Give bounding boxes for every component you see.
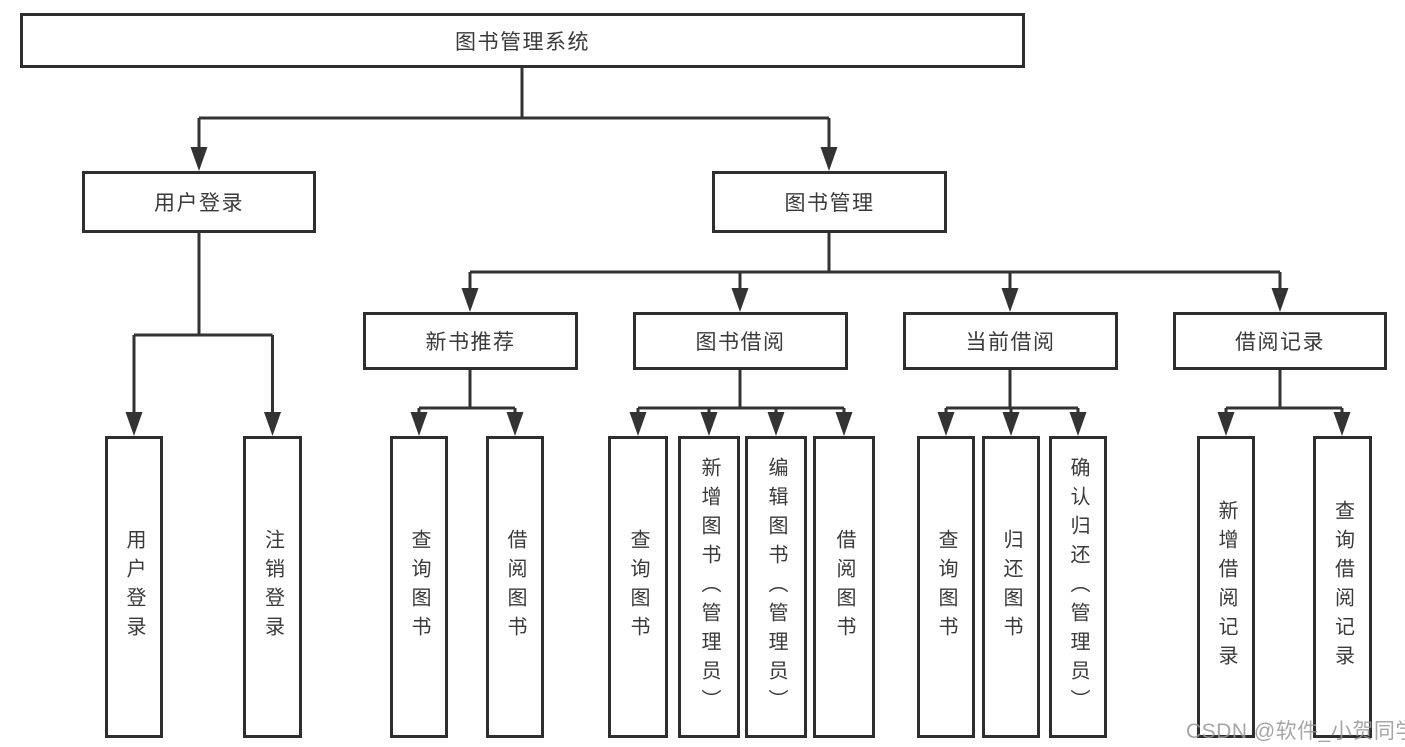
leaf-query-books-current: 查询图书	[917, 436, 975, 738]
leaf-query-books-recommend: 查询图书	[390, 436, 448, 738]
arrowhead-icon	[125, 147, 1351, 436]
leaf-query-borrow-record: 查询借阅记录	[1313, 436, 1372, 738]
node-book-borrow-label: 图书借阅	[695, 331, 786, 354]
leaf-edit-book-admin-label: 编辑图书（管理员）	[765, 456, 787, 718]
leaf-borrow-books-recommend: 借阅图书	[486, 436, 544, 738]
node-current-borrow-label: 当前借阅	[965, 331, 1056, 354]
leaf-logout-label: 注销登录	[261, 529, 284, 645]
leaf-borrow-books-label: 借阅图书	[833, 529, 855, 645]
leaf-query-books-current-label: 查询图书	[935, 529, 957, 645]
leaf-borrow-books: 借阅图书	[813, 436, 875, 738]
node-root-label: 图书管理系统	[455, 30, 590, 54]
node-current-borrow: 当前借阅	[903, 312, 1118, 370]
leaf-query-books-recommend-label: 查询图书	[408, 529, 430, 645]
node-new-book-recommend-label: 新书推荐	[425, 331, 516, 354]
node-borrow-records: 借阅记录	[1173, 312, 1387, 370]
leaf-query-borrow-record-label: 查询借阅记录	[1331, 500, 1354, 674]
node-borrow-records-label: 借阅记录	[1235, 331, 1325, 354]
leaf-query-books-borrow-label: 查询图书	[627, 529, 649, 645]
node-root: 图书管理系统	[20, 13, 1025, 68]
node-book-management: 图书管理	[712, 171, 947, 233]
leaf-return-books-label: 归还图书	[1000, 529, 1022, 645]
leaf-add-book-admin-label: 新增图书（管理员）	[698, 456, 720, 718]
leaf-edit-book-admin: 编辑图书（管理员）	[745, 436, 807, 738]
node-user-login: 用户登录	[82, 171, 316, 233]
leaf-add-borrow-record: 新增借阅记录	[1197, 436, 1255, 738]
node-new-book-recommend: 新书推荐	[363, 312, 578, 370]
leaf-user-login: 用户登录	[105, 436, 163, 738]
leaf-confirm-return-admin-label: 确认归还（管理员）	[1067, 456, 1089, 718]
tree-edges	[132, 68, 1344, 413]
node-book-borrow: 图书借阅	[633, 312, 848, 370]
node-book-management-label: 图书管理	[784, 192, 875, 215]
leaf-add-book-admin: 新增图书（管理员）	[678, 436, 740, 738]
leaf-return-books: 归还图书	[982, 436, 1040, 738]
leaf-borrow-books-recommend-label: 借阅图书	[504, 529, 526, 645]
leaf-confirm-return-admin: 确认归还（管理员）	[1049, 436, 1107, 738]
leaf-query-books-borrow: 查询图书	[608, 436, 668, 738]
leaf-user-login-label: 用户登录	[123, 529, 145, 645]
leaf-logout: 注销登录	[243, 436, 302, 738]
node-user-login-label: 用户登录	[154, 192, 244, 215]
watermark: CSDN @软件_小贺同学	[1186, 720, 1405, 743]
leaf-add-borrow-record-label: 新增借阅记录	[1215, 500, 1237, 674]
